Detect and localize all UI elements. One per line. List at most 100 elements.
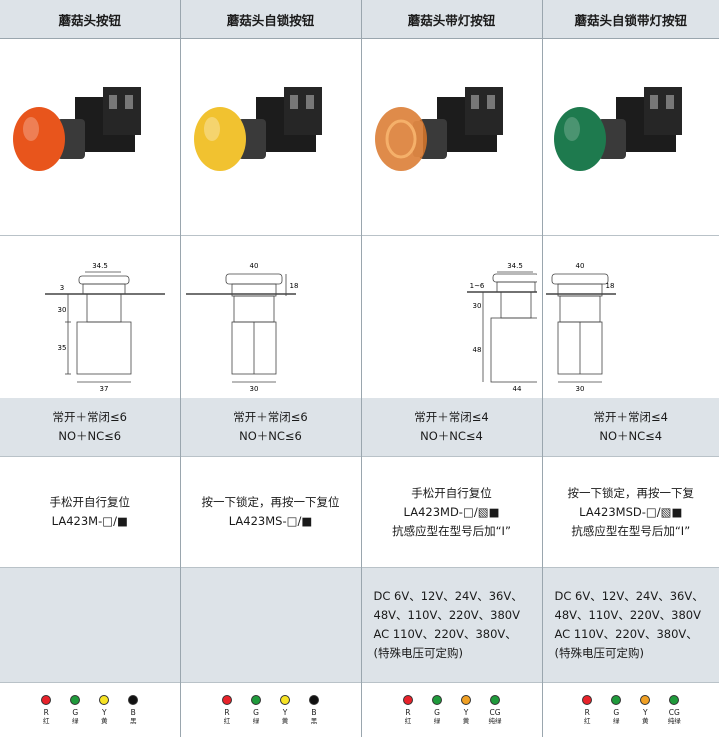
color-code: R [224, 708, 230, 717]
photo-cell [180, 38, 362, 236]
voltage-dc-line-1: DC 6V、12V、24V、36V、 [373, 589, 523, 603]
color-name: 纯绿 [488, 717, 502, 725]
color-dot-icon [222, 695, 232, 705]
dim-height-3: 48 [472, 346, 481, 354]
color-dot-icon [640, 695, 651, 705]
color-code: G [253, 708, 259, 717]
dim-height: 18 [605, 282, 614, 290]
function-desc: 手松开自行复位 [49, 495, 131, 509]
mushroom-button-photo [12, 87, 141, 171]
header-mushroom-illuminated: 蘑菇头带灯按钮 [361, 0, 543, 39]
dim-width: 40 [249, 262, 258, 270]
color-dot-icon [280, 695, 290, 705]
contact-config-cn: 常开＋常闭≤6 [233, 410, 308, 424]
dim-body-width: 30 [249, 385, 258, 392]
color-code: R [43, 708, 49, 717]
photo-cell [542, 38, 719, 236]
anti-induction-note: 抗感应型在型号后加“I” [392, 523, 511, 538]
mushroom-latching-illuminated-button-photo [553, 87, 682, 171]
color-dot-icon [669, 695, 680, 705]
color-dot-icon [461, 695, 471, 705]
contact-config-en: NO＋NC≤6 [239, 429, 302, 443]
dimension-drawing-front-lamp: 40 18 30 [545, 262, 616, 392]
color-name: 绿 [433, 717, 441, 725]
function-cell: 手松开自行复位 LA423M-□/■ [0, 456, 181, 568]
mushroom-latching-button-photo [193, 87, 322, 171]
drawing-row: 34.5 3 30 35 37 40 18 [0, 235, 719, 398]
color-code: G [434, 708, 440, 717]
color-dot-icon [490, 695, 500, 705]
color-code: B [130, 708, 136, 717]
color-dot-icon [41, 695, 52, 705]
header-mushroom-latching-illuminated: 蘑菇头自锁带灯按钮 [542, 0, 719, 39]
drawing-cell-d: 40 18 30 [542, 235, 719, 398]
anti-induction-note: 抗感应型在型号后加“I” [571, 523, 691, 538]
voltage-ac-line: AC 110V、220V、380V、 [554, 627, 698, 641]
color-code: G [613, 708, 620, 717]
drawing-cell-a: 34.5 3 30 35 37 [0, 235, 181, 398]
color-dot-icon [251, 695, 261, 705]
dimension-drawing-side-lamp: 34.5 1~6 30 48 44 [466, 262, 537, 392]
dim-width: 34.5 [92, 262, 108, 270]
color-name: 红 [223, 717, 231, 725]
color-name: 红 [584, 717, 591, 725]
voltage-custom-note: (特殊电压可定购) [373, 646, 463, 660]
color-name: 绿 [613, 717, 620, 725]
color-code: B [311, 708, 317, 717]
voltage-cell-empty [180, 567, 362, 683]
voltage-dc-line-2: 48V、110V、220V、380V [373, 608, 520, 622]
dim-height-1: 1~6 [469, 282, 484, 290]
color-dot-icon [611, 695, 622, 705]
color-name: 绿 [252, 717, 260, 725]
color-code: Y [282, 708, 288, 717]
dim-height-2: 30 [57, 306, 66, 314]
model-number: LA423MD-□/▧■ [403, 504, 500, 519]
dim-height-1: 3 [60, 284, 64, 292]
color-name: 黑 [130, 717, 137, 725]
drawing-cell-c: 34.5 1~6 30 48 44 [361, 235, 543, 398]
dim-height: 18 [289, 282, 298, 290]
contact-config-en: NO＋NC≤4 [420, 429, 483, 443]
color-code: G [72, 708, 79, 717]
contact-config-cn: 常开＋常闭≤4 [593, 410, 668, 424]
photo-row [0, 38, 719, 236]
function-desc: 按一下锁定，再按一下复位 [201, 495, 340, 509]
function-desc: 按一下锁定，再按一下复 [567, 485, 695, 500]
voltage-row: DC 6V、12V、24V、36V、 48V、110V、220V、380V AC 1… [0, 567, 719, 683]
dim-body-width: 37 [99, 385, 108, 392]
photo-cell [361, 38, 543, 236]
color-name: 黄 [281, 717, 289, 725]
mushroom-illuminated-button-photo [374, 87, 503, 171]
color-code: Y [463, 708, 469, 717]
model-number: LA423M-□/■ [51, 514, 128, 528]
contact-config-en: NO＋NC≤4 [599, 429, 663, 443]
color-name: 纯绿 [667, 717, 681, 725]
contact-config-cn: 常开＋常闭≤6 [52, 410, 127, 424]
dim-height-2: 30 [472, 302, 481, 310]
drawing-cell-b: 40 18 30 [180, 235, 362, 398]
color-name: 黑 [310, 717, 318, 725]
contact-config-cn: 常开＋常闭≤4 [414, 410, 489, 424]
